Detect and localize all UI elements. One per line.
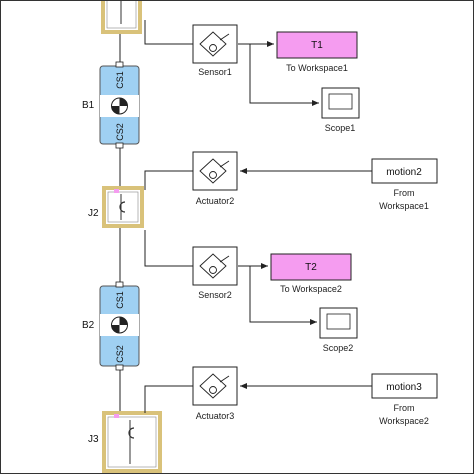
sensor2-label: Sensor2 bbox=[198, 290, 232, 300]
to-workspace1-var: T1 bbox=[311, 40, 323, 51]
actuator-icon bbox=[199, 373, 227, 399]
to-workspace1-label: To Workspace1 bbox=[286, 63, 348, 73]
from-workspace2-var: motion3 bbox=[386, 382, 422, 393]
scope1-label: Scope1 bbox=[325, 123, 356, 133]
actuator3-block[interactable] bbox=[192, 366, 238, 406]
connection-j1-sensor1 bbox=[144, 20, 193, 45]
actuator-icon bbox=[199, 158, 227, 184]
revolute-icon bbox=[119, 201, 126, 213]
label-b2: B2 bbox=[82, 320, 95, 331]
actuator2-label: Actuator2 bbox=[196, 196, 235, 206]
from-workspace1-var: motion2 bbox=[386, 167, 422, 178]
to-workspace2-label: To Workspace2 bbox=[280, 284, 342, 294]
scope-screen bbox=[328, 93, 353, 110]
scope-screen bbox=[326, 313, 351, 330]
body-b2-cs2: CS2 bbox=[115, 345, 125, 363]
body-b1-cs1: CS1 bbox=[115, 71, 125, 89]
label-b1: B1 bbox=[82, 100, 95, 111]
connection-sensor2-scope2 bbox=[249, 266, 317, 325]
body-b1-cs2: CS2 bbox=[115, 123, 125, 141]
from-workspace1-label-line1: From bbox=[394, 188, 415, 198]
actuator2-block[interactable] bbox=[192, 151, 238, 191]
sensor1-label: Sensor1 bbox=[198, 67, 232, 77]
from-workspace2-label-line2: Workspace2 bbox=[379, 416, 429, 426]
sensor-icon bbox=[199, 31, 227, 57]
to-workspace2-block[interactable]: T2 bbox=[270, 253, 352, 281]
joint-j1[interactable] bbox=[101, 0, 142, 34]
connection-j2-sensor2 bbox=[144, 230, 193, 267]
body-cg-quarter-2 bbox=[111, 325, 120, 333]
from-workspace1-label-line2: Workspace1 bbox=[379, 201, 429, 211]
joint-j2[interactable] bbox=[102, 186, 144, 228]
joint-j3[interactable] bbox=[102, 411, 162, 473]
label-j2: J2 bbox=[88, 208, 99, 219]
body-cg-quarter-1 bbox=[119, 98, 128, 106]
from-workspace1-block[interactable]: motion2 bbox=[371, 158, 438, 184]
body-cg-quarter-1 bbox=[119, 317, 128, 325]
revolute-icon bbox=[128, 427, 135, 439]
sensor1-block[interactable] bbox=[192, 24, 238, 64]
from-workspace2-block[interactable]: motion3 bbox=[371, 373, 438, 399]
label-j3: J3 bbox=[88, 434, 99, 445]
scope2-label: Scope2 bbox=[323, 343, 354, 353]
connection-actuator2-j2 bbox=[144, 170, 193, 190]
scope1-block[interactable] bbox=[321, 87, 360, 119]
scope2-block[interactable] bbox=[319, 307, 358, 339]
to-workspace2-var: T2 bbox=[305, 262, 317, 273]
body-b1[interactable]: CS1 CS2 bbox=[99, 61, 140, 149]
sensor2-block[interactable] bbox=[192, 246, 238, 286]
sensor-icon bbox=[199, 253, 227, 279]
body-cg-quarter-2 bbox=[111, 106, 120, 114]
connection-sensor1-scope1 bbox=[249, 44, 319, 106]
body-b2-cs1: CS1 bbox=[115, 291, 125, 309]
body-b2[interactable]: CS1 CS2 bbox=[99, 281, 140, 371]
to-workspace1-block[interactable]: T1 bbox=[276, 31, 358, 59]
actuator3-label: Actuator3 bbox=[196, 411, 235, 421]
connection-actuator3-j3 bbox=[144, 385, 193, 413]
from-workspace2-label-line1: From bbox=[394, 403, 415, 413]
